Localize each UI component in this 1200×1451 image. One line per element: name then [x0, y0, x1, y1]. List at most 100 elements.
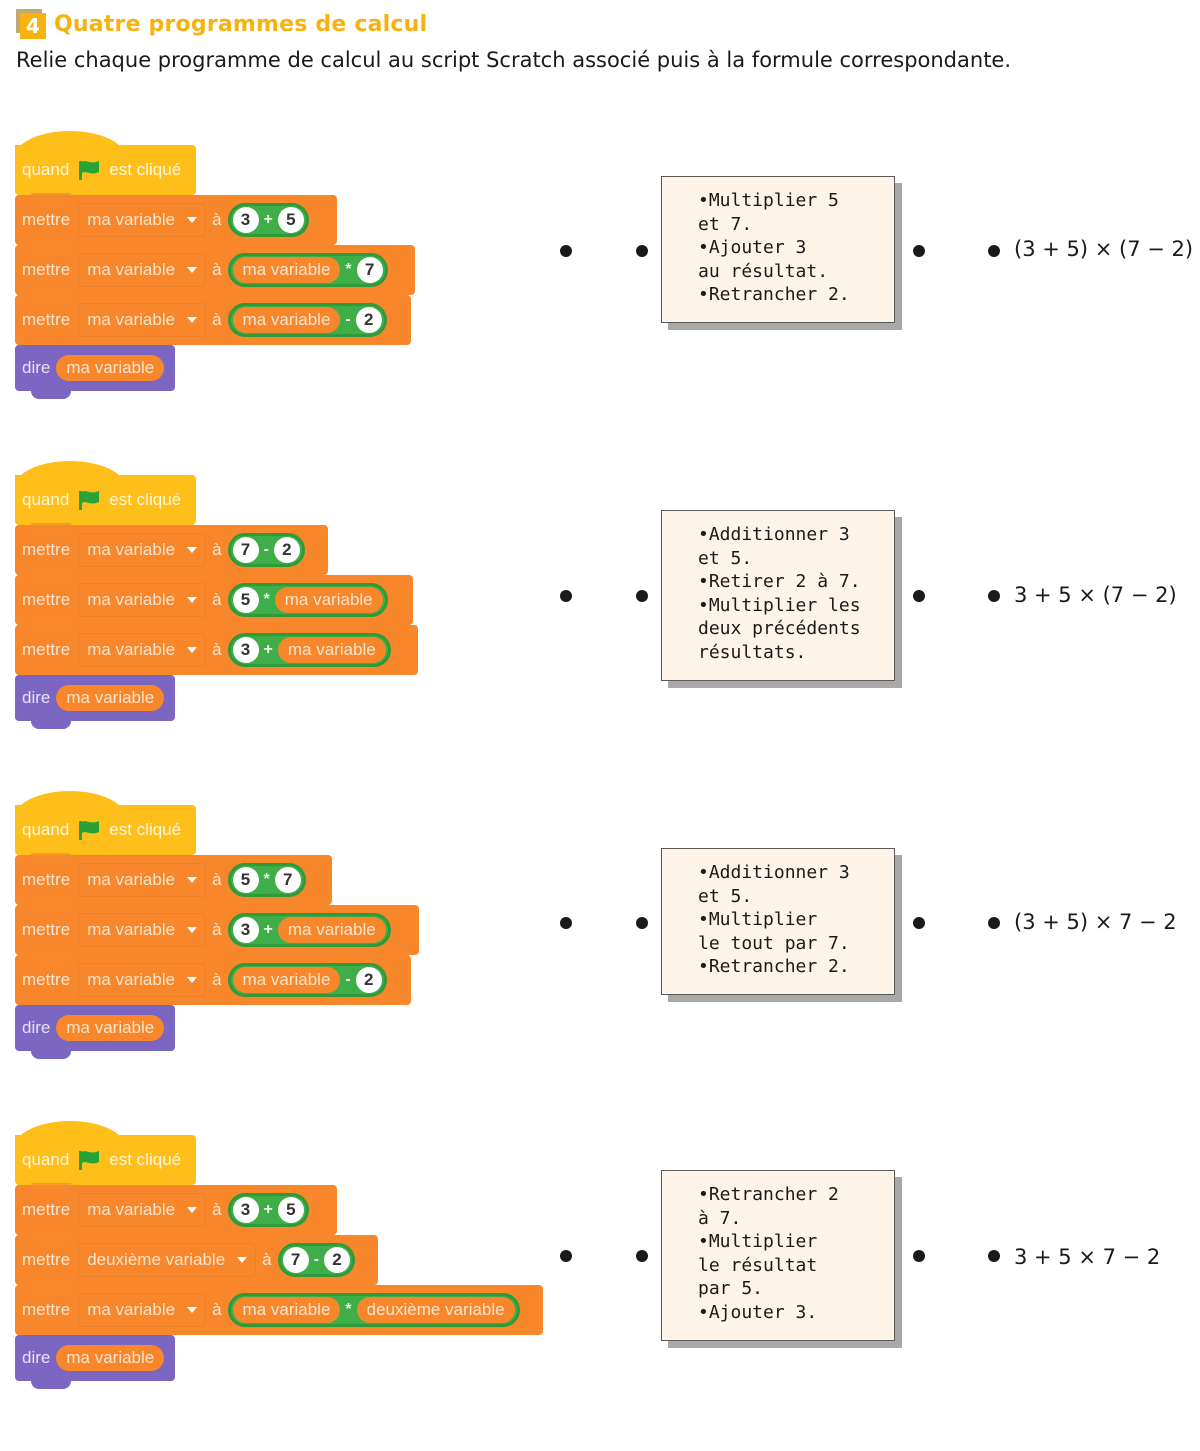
- when-flag-clicked-block[interactable]: quand est cliqué: [15, 791, 196, 855]
- variable-reporter[interactable]: ma variable: [232, 257, 341, 283]
- number-input[interactable]: 7: [356, 257, 383, 283]
- number-input[interactable]: 7: [274, 867, 301, 893]
- variable-reporter[interactable]: deuxième variable: [356, 1297, 515, 1323]
- variable-dropdown[interactable]: ma variable: [78, 1193, 207, 1227]
- variable-dropdown[interactable]: ma variable: [78, 203, 207, 237]
- number-input[interactable]: 7: [282, 1247, 309, 1273]
- script-link-dot[interactable]: [560, 590, 572, 602]
- number-input[interactable]: 3: [232, 1197, 259, 1223]
- formula: (3 + 5) × 7 − 2: [1014, 910, 1177, 934]
- program-right-link-dot[interactable]: [913, 917, 925, 929]
- variable-dropdown[interactable]: ma variable: [78, 863, 207, 897]
- number-input[interactable]: 2: [355, 967, 382, 993]
- operator-reporter[interactable]: 3+ma variable: [227, 913, 391, 947]
- number-input[interactable]: 2: [273, 537, 300, 563]
- program-left-link-dot[interactable]: [636, 245, 648, 257]
- variable-dropdown[interactable]: ma variable: [78, 1293, 207, 1327]
- say-block[interactable]: dire ma variable: [15, 1005, 175, 1059]
- set-keyword: mettre: [22, 540, 71, 559]
- operator-reporter[interactable]: ma variable-2: [227, 303, 387, 337]
- number-input[interactable]: 7: [232, 537, 259, 563]
- operator-reporter[interactable]: 7-2: [227, 533, 305, 567]
- variable-reporter[interactable]: ma variable: [274, 587, 383, 613]
- number-input[interactable]: 2: [323, 1247, 350, 1273]
- formula-link-dot[interactable]: [988, 1250, 1000, 1262]
- number-input[interactable]: 5: [277, 207, 304, 233]
- say-variable-reporter[interactable]: ma variable: [56, 1015, 165, 1041]
- operator-reporter[interactable]: ma variable*7: [227, 253, 388, 287]
- say-variable-reporter[interactable]: ma variable: [56, 355, 165, 381]
- operator-reporter[interactable]: 7-2: [277, 1243, 355, 1277]
- number-input[interactable]: 2: [355, 307, 382, 333]
- operator-reporter[interactable]: 3+ma variable: [227, 633, 391, 667]
- number-input[interactable]: 3: [232, 917, 259, 943]
- program-right-link-dot[interactable]: [913, 590, 925, 602]
- variable-reporter[interactable]: ma variable: [232, 967, 341, 993]
- program-left-link-dot[interactable]: [636, 917, 648, 929]
- variable-dropdown[interactable]: ma variable: [78, 633, 207, 667]
- set-keyword: mettre: [22, 1200, 71, 1219]
- variable-dropdown[interactable]: ma variable: [78, 303, 207, 337]
- to-keyword: à: [212, 1200, 222, 1219]
- say-block[interactable]: dire ma variable: [15, 675, 175, 729]
- program-left-link-dot[interactable]: [636, 1250, 648, 1262]
- variable-dropdown[interactable]: ma variable: [78, 963, 207, 997]
- script-link-dot[interactable]: [560, 1250, 572, 1262]
- operator-reporter[interactable]: ma variable*deuxième variable: [227, 1293, 520, 1327]
- say-variable-reporter[interactable]: ma variable: [56, 1345, 165, 1371]
- variable-reporter[interactable]: ma variable: [232, 1297, 341, 1323]
- when-flag-clicked-block[interactable]: quand est cliqué: [15, 1121, 196, 1185]
- operator-reporter[interactable]: 5*7: [227, 863, 306, 897]
- operator-symbol: +: [263, 641, 273, 658]
- number-input[interactable]: 3: [232, 637, 259, 663]
- formula-link-dot[interactable]: [988, 917, 1000, 929]
- variable-dropdown[interactable]: deuxième variable: [78, 1243, 257, 1277]
- variable-reporter[interactable]: ma variable: [232, 307, 341, 333]
- operator-reporter[interactable]: 5*ma variable: [227, 583, 388, 617]
- program-left-link-dot[interactable]: [636, 590, 648, 602]
- say-keyword: dire: [22, 688, 51, 707]
- number-input[interactable]: 3: [232, 207, 259, 233]
- operator-reporter[interactable]: 3+5: [227, 203, 309, 237]
- number-input[interactable]: 5: [232, 587, 259, 613]
- number-input[interactable]: 5: [232, 867, 259, 893]
- variable-reporter[interactable]: ma variable: [277, 637, 386, 663]
- variable-reporter[interactable]: ma variable: [277, 917, 386, 943]
- script-link-dot[interactable]: [560, 917, 572, 929]
- variable-dropdown[interactable]: ma variable: [78, 253, 207, 287]
- variable-dropdown[interactable]: ma variable: [78, 583, 207, 617]
- say-variable-reporter[interactable]: ma variable: [56, 685, 165, 711]
- formula-link-dot[interactable]: [988, 245, 1000, 257]
- chevron-down-icon: [187, 597, 198, 603]
- program-right-link-dot[interactable]: [913, 1250, 925, 1262]
- operator-reporter[interactable]: 3+5: [227, 1193, 309, 1227]
- script-link-dot[interactable]: [560, 245, 572, 257]
- program-right-link-dot[interactable]: [913, 245, 925, 257]
- say-block[interactable]: dire ma variable: [15, 345, 175, 399]
- when-flag-clicked-block[interactable]: quand est cliqué: [15, 461, 196, 525]
- set-variable-block[interactable]: mettre ma variable à 3+5: [15, 1183, 337, 1235]
- variable-dropdown[interactable]: ma variable: [78, 533, 207, 567]
- say-block[interactable]: dire ma variable: [15, 1335, 175, 1389]
- formula-link-dot[interactable]: [988, 590, 1000, 602]
- chevron-down-icon: [187, 1207, 198, 1213]
- set-keyword: mettre: [22, 870, 71, 889]
- set-keyword: mettre: [22, 920, 71, 939]
- number-input[interactable]: 5: [277, 1197, 304, 1223]
- when-flag-clicked-block[interactable]: quand est cliqué: [15, 131, 196, 195]
- operator-reporter[interactable]: ma variable-2: [227, 963, 387, 997]
- variable-dropdown-label: ma variable: [87, 590, 176, 609]
- variable-dropdown[interactable]: ma variable: [78, 913, 207, 947]
